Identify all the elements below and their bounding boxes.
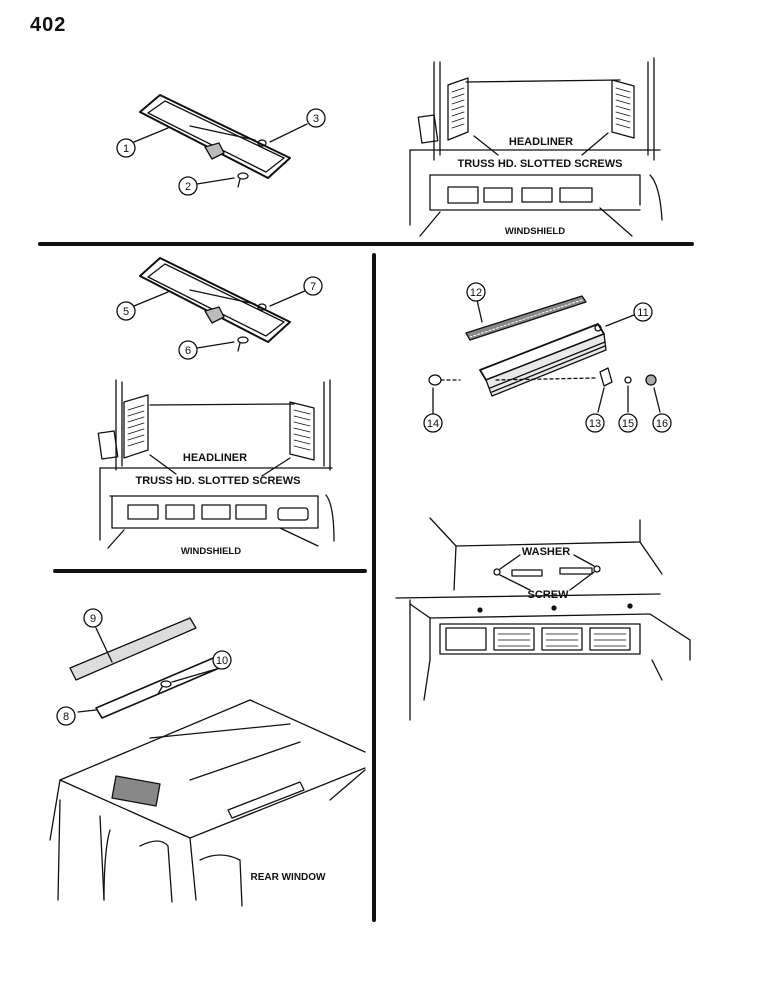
svg-text:7: 7 (310, 281, 316, 293)
windshield-label-1: WINDSHIELD (505, 226, 565, 237)
svg-text:13: 13 (589, 418, 601, 430)
callout-14 (423, 413, 443, 433)
svg-text:1: 1 (123, 143, 129, 155)
callout-10 (212, 650, 232, 670)
cab-headliner-view-2 (97, 379, 335, 549)
rear-window-label: REAR WINDOW (251, 872, 327, 883)
svg-text:2: 2 (185, 181, 191, 193)
screw-6 (237, 336, 249, 352)
sun-visor-1 (139, 94, 291, 179)
callout-12 (466, 282, 486, 302)
storage-door-11 (479, 323, 607, 397)
svg-text:6: 6 (185, 345, 191, 357)
page-number: 402 (30, 14, 67, 36)
callouts (56, 108, 672, 726)
callout-3 (306, 108, 326, 128)
svg-text:3: 3 (313, 113, 319, 125)
callout-15 (618, 413, 638, 433)
callout-8 (56, 706, 76, 726)
svg-text:5: 5 (123, 306, 129, 318)
screw-2 (237, 172, 249, 188)
rear-cab-view (49, 699, 366, 907)
svg-text:10: 10 (216, 655, 228, 667)
hinge-parts (428, 367, 657, 387)
callout-5 (116, 301, 136, 321)
svg-text:16: 16 (656, 418, 668, 430)
callout-numbers: 1 2 3 5 6 7 8 9 10 11 12 13 14 15 16 (63, 113, 668, 723)
svg-text:11: 11 (637, 307, 648, 319)
storage-rod-12 (465, 295, 587, 341)
svg-text:8: 8 (63, 711, 69, 723)
callout-6 (178, 340, 198, 360)
truss-screws-label-2: TRUSS HD. SLOTTED SCREWS (135, 475, 300, 487)
callout-9 (83, 608, 103, 628)
headliner-label-1: HEADLINER (509, 136, 573, 148)
diagram-labels: HEADLINER TRUSS HD. SLOTTED SCREWS WINDS… (135, 136, 622, 883)
callout-7 (303, 276, 323, 296)
screw-label: SCREW (528, 589, 570, 601)
cab-headliner-view-1 (409, 57, 663, 237)
callout-2 (178, 176, 198, 196)
truss-screws-label-1: TRUSS HD. SLOTTED SCREWS (457, 158, 622, 170)
sun-visor-2 (139, 257, 291, 343)
headliner-label-2: HEADLINER (183, 452, 247, 464)
svg-text:12: 12 (470, 287, 482, 299)
trim-panel-8 (95, 655, 225, 719)
callout-16 (652, 413, 672, 433)
washer-3 (257, 139, 267, 147)
svg-text:14: 14 (427, 418, 439, 430)
callout-13 (585, 413, 605, 433)
svg-text:15: 15 (622, 418, 634, 430)
svg-text:9: 9 (90, 613, 96, 625)
screw-10 (157, 680, 172, 695)
washer-7 (257, 303, 267, 311)
section-dividers (38, 242, 694, 922)
callout-1 (116, 138, 136, 158)
cab-console-view (395, 517, 691, 721)
washer-label: WASHER (522, 546, 570, 558)
callout-11 (633, 302, 653, 322)
trim-panel-9 (69, 617, 197, 681)
windshield-label-2: WINDSHIELD (181, 546, 241, 557)
